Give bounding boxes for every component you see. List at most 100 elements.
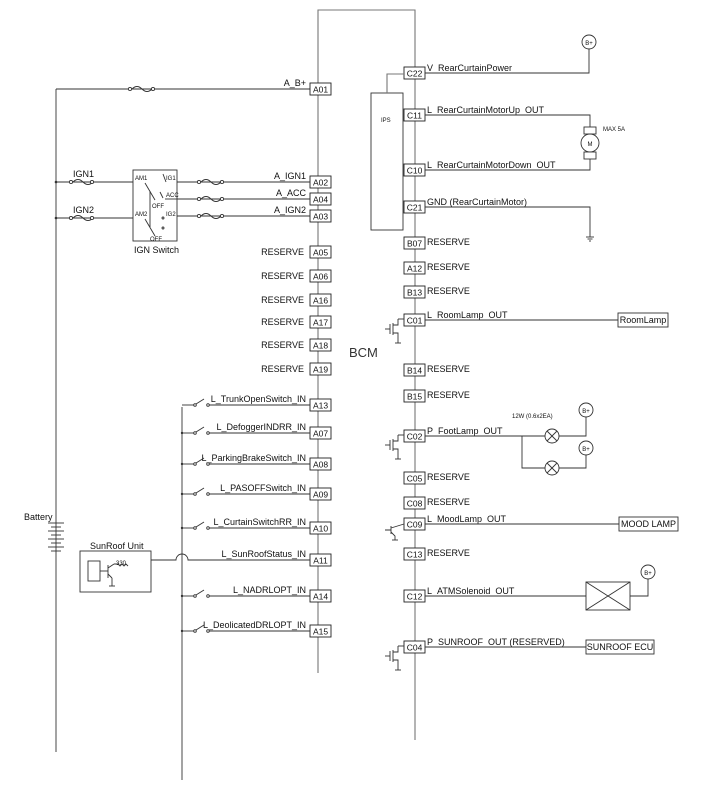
pin-id: C13: [407, 550, 423, 560]
fuse-icon: [196, 196, 225, 202]
b-plus-label: B+: [582, 409, 590, 415]
pin-id: C09: [407, 520, 423, 530]
switch-ig2: IG2: [166, 212, 176, 218]
pin-signal: L_DeolicatedDRLOPT_IN: [203, 620, 306, 630]
pin-signal: L_DefoggerINDRR_IN: [216, 422, 306, 432]
pin-signal: RESERVE: [261, 364, 304, 374]
pin-signal: L_RearCurtainMotorUp_OUT: [427, 105, 545, 115]
load-label: MOOD LAMP: [621, 519, 676, 529]
left-pin-a04[interactable]: A04 A_ACC: [177, 188, 332, 206]
switch-off-2: OFF: [150, 237, 162, 243]
transistor-icon: [385, 523, 405, 541]
pin-id: B13: [407, 288, 422, 298]
pin-id: C10: [407, 166, 423, 176]
right-pin-a12[interactable]: A12 RESERVE: [403, 261, 470, 275]
left-pin-a14[interactable]: A14 L_NADRLOPT_IN: [180, 585, 332, 603]
switch-icon: [193, 398, 210, 407]
pin-id: C22: [407, 69, 423, 79]
pin-signal: L_PASOFFSwitch_IN: [220, 483, 306, 493]
pin-signal: RESERVE: [261, 271, 304, 281]
right-pin-b07[interactable]: B07 RESERVE: [403, 236, 470, 250]
pin-id: C01: [407, 316, 423, 326]
pin-signal: L_RoomLamp_OUT: [427, 310, 508, 320]
motor-label: M: [588, 142, 593, 148]
fuse-icon: [68, 215, 95, 221]
motor-icon: M: [580, 126, 600, 160]
left-pin-a07[interactable]: A07 L_DefoggerINDRR_IN: [180, 422, 332, 440]
pin-id: A17: [313, 318, 328, 328]
left-pin-a19[interactable]: A19 RESERVE: [261, 362, 332, 376]
switch-acc: ACC: [166, 193, 179, 199]
pin-signal: RESERVE: [427, 262, 470, 272]
pin-signal: L_ATMSolenoid_OUT: [427, 586, 515, 596]
pin-signal: A_B+: [284, 78, 306, 88]
pin-signal: L_NADRLOPT_IN: [233, 585, 306, 595]
pin-signal: L_TrunkOpenSwitch_IN: [211, 394, 306, 404]
load-mood-lamp: MOOD LAMP: [618, 516, 679, 532]
load-roomlamp: RoomLamp: [617, 312, 669, 328]
pin-id: A14: [313, 592, 328, 602]
pin-signal: A_IGN1: [274, 171, 306, 181]
switch-icon: [193, 487, 210, 496]
fuse-icon: [127, 86, 156, 92]
pin-id: C05: [407, 474, 423, 484]
transistor-icon: [385, 646, 401, 671]
pin-signal: RESERVE: [427, 364, 470, 374]
switch-am1: AM1: [135, 176, 148, 182]
pin-signal: RESERVE: [427, 286, 470, 296]
pin-id: C12: [407, 592, 423, 602]
pin-signal: RESERVE: [261, 247, 304, 257]
pin-id: A04: [313, 195, 328, 205]
pin-id: B07: [407, 239, 422, 249]
fuse-icon: [68, 179, 95, 185]
pin-id: A10: [313, 524, 328, 534]
pin-signal: RESERVE: [427, 237, 470, 247]
pin-signal: A_ACC: [276, 188, 307, 198]
right-pin-c12[interactable]: C12 L_ATMSolenoid_OUT B+: [403, 564, 656, 611]
pin-id: A07: [313, 429, 328, 439]
pin-signal: V_RearCurtainPower: [427, 63, 512, 73]
pin-signal: A_IGN2: [274, 205, 306, 215]
right-pin-b13[interactable]: B13 RESERVE: [403, 285, 470, 299]
pin-id: A19: [313, 365, 328, 375]
left-pin-a01[interactable]: A01 A_B+: [284, 78, 332, 96]
pin-id: A12: [407, 264, 422, 274]
right-pin-c01[interactable]: C01 L_RoomLamp_OUT RoomLamp: [385, 310, 669, 344]
switch-off-1: OFF: [152, 204, 164, 210]
b-plus-icon: B+: [640, 564, 656, 580]
pin-signal: L_ParkingBrakeSwitch_IN: [201, 453, 306, 463]
ign2-label: IGN2: [73, 205, 94, 215]
foot-lamp-rating: 12W (0.6x2EA): [512, 414, 553, 420]
pin-id: A01: [313, 85, 328, 95]
b-plus-label: B+: [644, 571, 652, 577]
motor-rating: MAX 5A: [603, 127, 625, 133]
transistor-icon: [385, 435, 401, 460]
